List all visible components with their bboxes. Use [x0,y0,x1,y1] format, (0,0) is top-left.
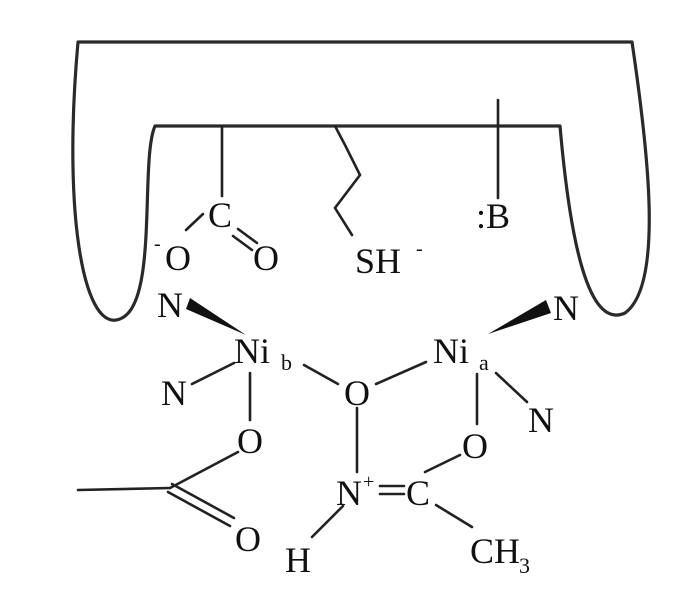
atom-c-carboxyl: C [208,195,232,235]
carboxyl-double-bond-b [231,234,254,252]
nib-obridge-bond [302,363,340,386]
acetate-double-bond-b [166,490,232,528]
atom-o-hydroxamate: O [462,426,488,466]
acetate-methyl-bond [76,486,172,492]
atom-ni-a-subscript: a [479,350,489,375]
atom-methyl: CH [470,531,520,571]
atom-n-plus: N [336,473,362,513]
c-methyl-bond [434,503,474,529]
carboxyl-o-left-bond [184,212,205,232]
atom-n-wedge-right: N [553,288,579,328]
charge-n-plus: + [363,471,374,493]
atom-n-wedge-left: N [157,285,183,325]
atom-methyl-subscript: 3 [519,553,530,578]
nib-n-bond [190,361,236,386]
wedge-bond-right [488,300,551,334]
nplus-h-bond [310,504,345,539]
atom-o-bridge: O [344,373,370,413]
charge-o-carboxyl-left: - [154,233,161,255]
atom-ni-a: Ni [433,331,469,371]
atom-h: H [285,540,311,580]
wedge-bond-left [186,298,246,335]
atom-ni-b: Ni [234,331,270,371]
atom-base: :B [476,196,510,236]
c-o-hydroxamate-bond [423,453,462,474]
atom-thiolate: SH [355,241,401,281]
nia-n-bond [494,371,529,404]
atom-o-carboxyl-left: O [165,238,191,278]
protein-frame [71,40,651,322]
atom-o-carboxyl-right: O [253,238,279,278]
atom-o-acetate-carbonyl: O [235,519,261,559]
atom-c-hydroxamate: C [406,473,430,513]
charge-thiolate: - [416,238,423,260]
atom-ni-b-subscript: b [281,350,292,375]
nia-obridge-bond [374,360,428,386]
atom-n-left: N [161,373,187,413]
atom-n-right: N [528,400,554,440]
cys-sidechain-bond [333,124,362,237]
carboxyl-double-bond-a [236,227,259,245]
atom-o-acetate: O [237,421,263,461]
acetate-o-bond [168,450,240,490]
acetate-double-bond-a [170,482,236,520]
